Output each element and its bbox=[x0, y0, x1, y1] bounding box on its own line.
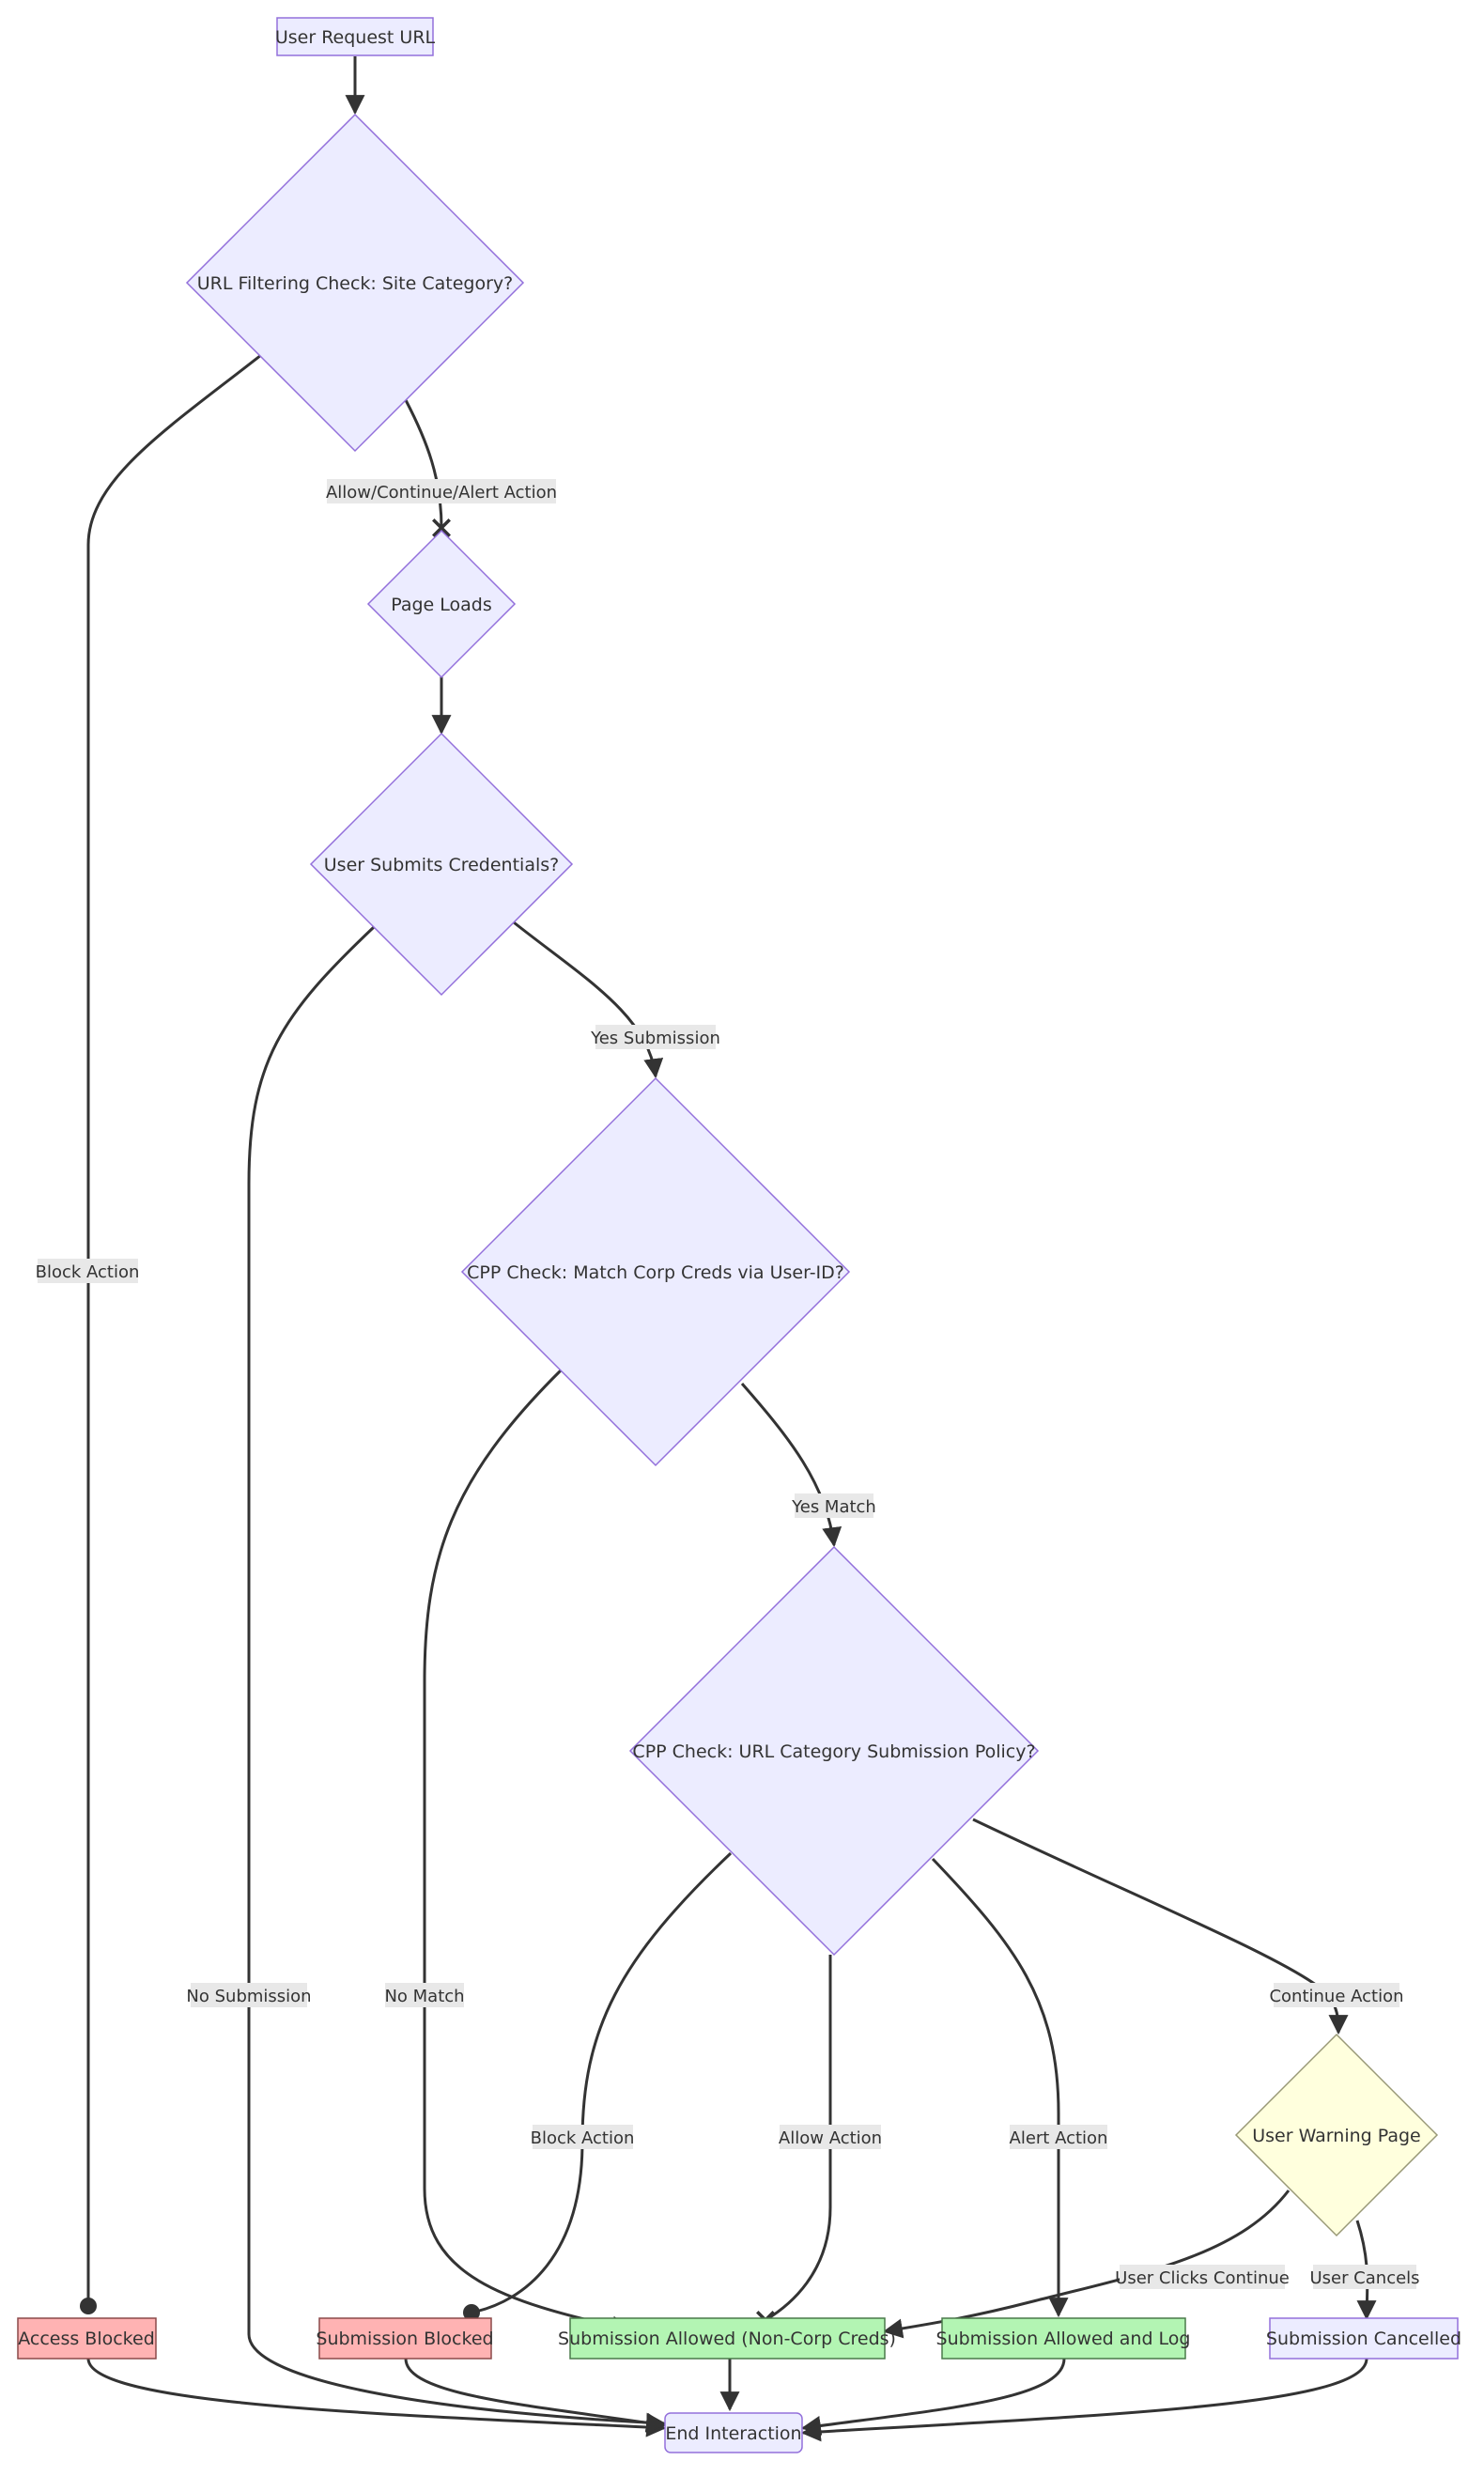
svg-text:No Submission: No Submission bbox=[186, 1987, 311, 2006]
svg-text:User Submits Credentials?: User Submits Credentials? bbox=[324, 855, 559, 875]
edge-policy-to-noncorp bbox=[756, 1955, 832, 2329]
svg-text:Access Blocked: Access Blocked bbox=[18, 2329, 155, 2349]
edge-label-block-action-2: Block Action bbox=[531, 2125, 635, 2149]
svg-text:Yes Submission: Yes Submission bbox=[590, 1029, 720, 1048]
edge-label-block-action-1: Block Action bbox=[36, 1259, 140, 1283]
edge-access-blocked-to-end bbox=[86, 2358, 667, 2437]
node-submission-cancelled: Submission Cancelled bbox=[1266, 2317, 1461, 2360]
svg-text:User Cancels: User Cancels bbox=[1309, 2268, 1419, 2288]
svg-text:Block Action: Block Action bbox=[36, 1262, 140, 1282]
edge-labels: Block Action Allow/Continue/Alert Action… bbox=[36, 479, 1420, 2289]
svg-text:Submission Allowed (Non-Corp C: Submission Allowed (Non-Corp Creds) bbox=[558, 2329, 896, 2349]
node-cpp-url-category-policy: CPP Check: URL Category Submission Polic… bbox=[628, 1545, 1040, 1957]
svg-text:Submission Allowed and Log: Submission Allowed and Log bbox=[936, 2329, 1191, 2349]
svg-text:Allow Action: Allow Action bbox=[779, 2128, 882, 2148]
edge-label-no-submission: No Submission bbox=[186, 1983, 312, 2007]
edge-filter-to-access-blocked bbox=[80, 353, 262, 2314]
node-page-loads: Page Loads bbox=[366, 529, 517, 679]
svg-text:CPP Check: Match Corp Creds vi: CPP Check: Match Corp Creds via User-ID? bbox=[467, 1262, 844, 1283]
svg-text:Submission Cancelled: Submission Cancelled bbox=[1266, 2329, 1461, 2349]
svg-text:No Match: No Match bbox=[384, 1987, 464, 2006]
edge-filter-to-page-loads bbox=[404, 399, 451, 537]
edges bbox=[80, 56, 1377, 2442]
svg-text:End Interaction: End Interaction bbox=[665, 2423, 801, 2444]
edge-label-allow-continue-alert: Allow/Continue/Alert Action bbox=[326, 479, 557, 503]
edge-submission-blocked-to-end bbox=[404, 2358, 667, 2433]
edge-submits-to-end bbox=[247, 925, 667, 2433]
svg-text:Submission Blocked: Submission Blocked bbox=[316, 2329, 493, 2349]
svg-text:Alert Action: Alert Action bbox=[1010, 2128, 1108, 2148]
edge-label-alert-action: Alert Action bbox=[1010, 2125, 1108, 2149]
node-url-filtering-check: URL Filtering Check: Site Category? bbox=[185, 113, 525, 453]
edge-label-yes-submission: Yes Submission bbox=[590, 1025, 720, 1049]
node-submission-blocked: Submission Blocked bbox=[316, 2317, 494, 2360]
edge-policy-to-warning bbox=[972, 1818, 1349, 2035]
svg-text:Page Loads: Page Loads bbox=[391, 595, 492, 615]
svg-text:Continue Action: Continue Action bbox=[1269, 1987, 1403, 2006]
svg-text:User Warning Page: User Warning Page bbox=[1252, 2126, 1421, 2146]
edge-label-user-cancels: User Cancels bbox=[1309, 2265, 1420, 2289]
edge-label-continue-action: Continue Action bbox=[1269, 1983, 1404, 2007]
edge-label-user-clicks-continue: User Clicks Continue bbox=[1115, 2265, 1290, 2289]
svg-text:Yes Match: Yes Match bbox=[791, 1497, 876, 1517]
node-access-blocked: Access Blocked bbox=[17, 2317, 157, 2360]
node-user-request-url: User Request URL bbox=[275, 17, 436, 56]
svg-text:User Request URL: User Request URL bbox=[275, 27, 436, 48]
node-user-submits-credentials: User Submits Credentials? bbox=[309, 732, 574, 997]
edge-cpp-match-to-cpp-policy bbox=[740, 1383, 842, 1548]
svg-text:URL Filtering Check: Site Cate: URL Filtering Check: Site Category? bbox=[197, 273, 514, 294]
edge-label-yes-match: Yes Match bbox=[791, 1493, 876, 1518]
svg-text:Block Action: Block Action bbox=[531, 2128, 635, 2148]
edge-label-allow-action: Allow Action bbox=[779, 2125, 882, 2149]
node-cpp-match-corp-creds: CPP Check: Match Corp Creds via User-ID? bbox=[460, 1076, 851, 1467]
svg-text:Allow/Continue/Alert Action: Allow/Continue/Alert Action bbox=[326, 483, 557, 503]
nodes: User Request URL URL Filtering Check: Si… bbox=[17, 17, 1461, 2453]
edge-cpp-match-to-noncorp bbox=[423, 1369, 632, 2336]
edge-cancelled-to-end bbox=[800, 2358, 1368, 2442]
node-submission-allowed-log: Submission Allowed and Log bbox=[936, 2317, 1191, 2360]
edge-submits-to-cpp-match bbox=[513, 921, 664, 1079]
edge-alert-log-to-end bbox=[800, 2358, 1066, 2436]
edge-label-no-match: No Match bbox=[384, 1983, 465, 2007]
node-submission-allowed-noncorp: Submission Allowed (Non-Corp Creds) bbox=[558, 2317, 896, 2360]
node-end-interaction: End Interaction bbox=[664, 2412, 803, 2453]
node-user-warning-page: User Warning Page bbox=[1234, 2033, 1439, 2237]
edge-warning-to-noncorp bbox=[882, 2190, 1291, 2339]
svg-text:User Clicks Continue: User Clicks Continue bbox=[1115, 2268, 1290, 2288]
edge-policy-to-alert-log bbox=[931, 1857, 1069, 2318]
edge-policy-to-submission-blocked bbox=[463, 1851, 733, 2321]
svg-text:CPP Check: URL Category Submis: CPP Check: URL Category Submission Polic… bbox=[632, 1741, 1035, 1762]
